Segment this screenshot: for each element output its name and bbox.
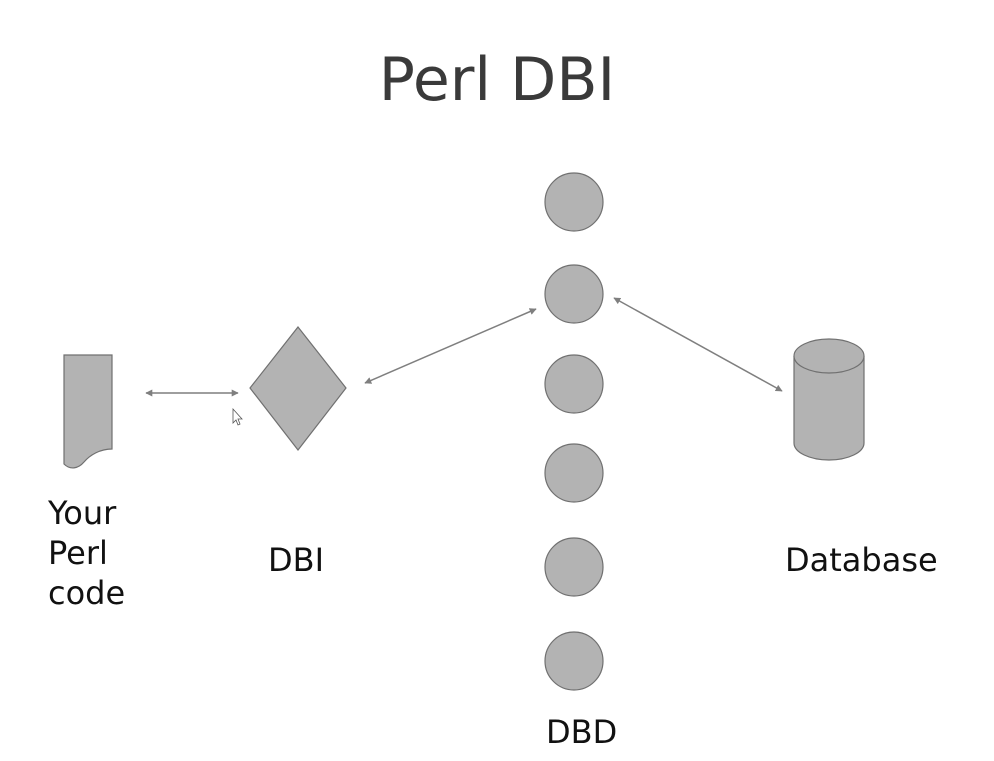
dbi-label: DBI	[268, 541, 325, 579]
circle-icon	[544, 354, 604, 414]
circle-icon	[544, 631, 604, 691]
cursor-icon	[232, 407, 243, 426]
dbd-circle-column	[544, 172, 604, 691]
document-icon	[63, 354, 113, 469]
label-line: Your	[48, 494, 117, 532]
circle-icon	[544, 264, 604, 324]
dbd-label: DBD	[546, 713, 618, 751]
diamond-icon	[249, 326, 347, 451]
circle-icon	[544, 537, 604, 597]
database-cylinder-icon	[793, 338, 865, 461]
circle-icon	[544, 443, 604, 503]
label-line: Perl	[48, 534, 108, 572]
slide-title: Perl DBI	[378, 45, 616, 115]
circle-icon	[544, 172, 604, 232]
your-perl-code-label: Your Perl code	[48, 493, 125, 613]
label-line: code	[48, 574, 126, 612]
arrow-dbi-dbd	[364, 308, 537, 384]
database-label: Database	[785, 541, 938, 579]
arrow-dbd-database	[613, 297, 783, 392]
